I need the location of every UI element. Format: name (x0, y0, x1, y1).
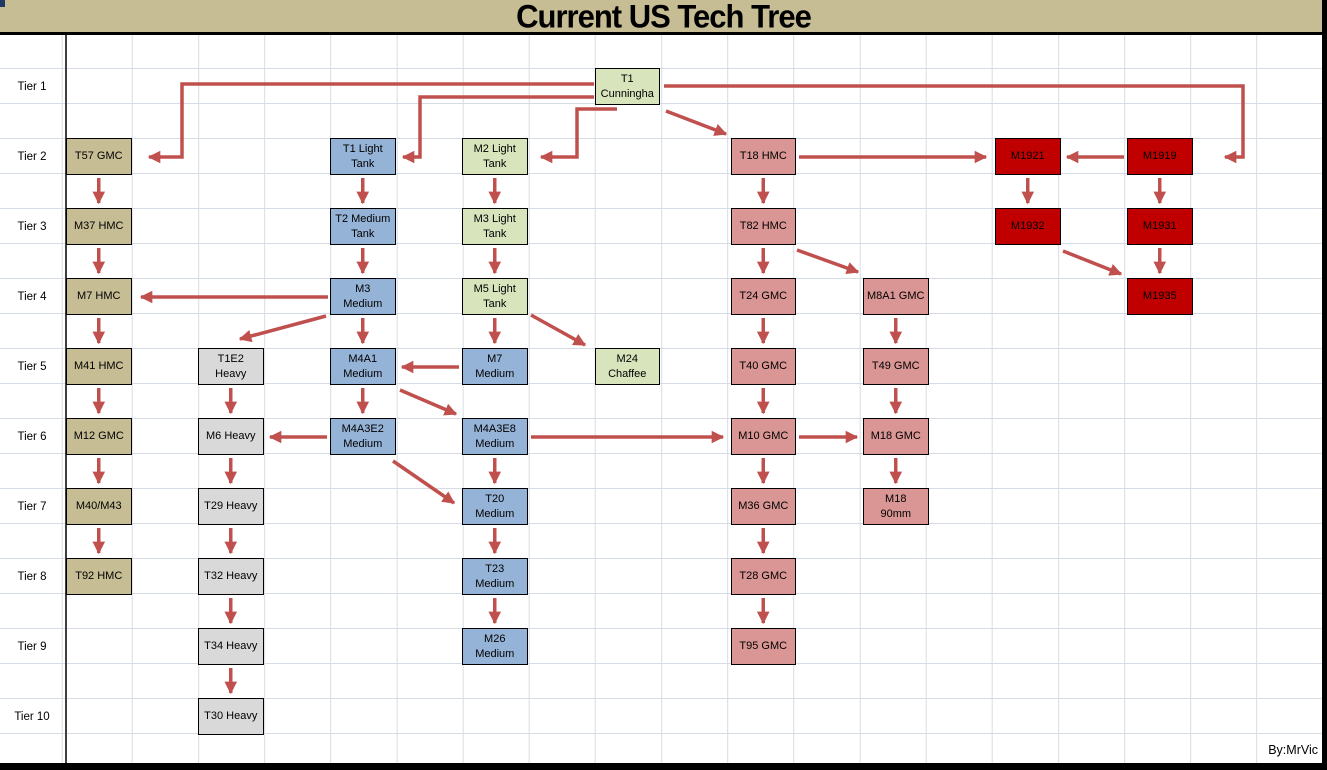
tree-node-m18-gmc[interactable]: M18 GMC (863, 418, 929, 455)
header-rule (0, 32, 1327, 35)
tree-node-t29-heavy[interactable]: T29 Heavy (198, 488, 264, 525)
right-border (1322, 0, 1327, 770)
tree-node-m1919[interactable]: M1919 (1127, 138, 1193, 175)
tree-node-t34-heavy[interactable]: T34 Heavy (198, 628, 264, 665)
title-band: Current US Tech Tree (0, 0, 1327, 33)
tree-node-m37-hmc[interactable]: M37 HMC (66, 208, 132, 245)
credit-text: By:MrVic (1268, 743, 1318, 757)
tree-node-t82-hmc[interactable]: T82 HMC (730, 208, 796, 245)
tree-node-m1921[interactable]: M1921 (995, 138, 1061, 175)
corner-mark (0, 0, 5, 7)
tier-label-9: Tier 9 (17, 640, 47, 653)
tree-node-t30-heavy[interactable]: T30 Heavy (198, 698, 264, 735)
tree-node-m1935[interactable]: M1935 (1127, 278, 1193, 315)
tree-node-m7-hmc[interactable]: M7 HMC (66, 278, 132, 315)
tree-node-m36-gmc[interactable]: M36 GMC (730, 488, 796, 525)
tree-node-m10-gmc[interactable]: M10 GMC (730, 418, 796, 455)
tree-node-t32-heavy[interactable]: T32 Heavy (198, 558, 264, 595)
tree-node-m41-hmc[interactable]: M41 HMC (66, 348, 132, 385)
tree-node-m40-m43[interactable]: M40/M43 (66, 488, 132, 525)
tree-node-t95-gmc[interactable]: T95 GMC (730, 628, 796, 665)
tree-node-t92-hmc[interactable]: T92 HMC (66, 558, 132, 595)
tree-node-m1931[interactable]: M1931 (1127, 208, 1193, 245)
tree-node-t40-gmc[interactable]: T40 GMC (730, 348, 796, 385)
tier-label-8: Tier 8 (17, 570, 47, 583)
tree-node-m6-heavy[interactable]: M6 Heavy (198, 418, 264, 455)
tier-label-10: Tier 10 (14, 710, 50, 723)
tree-node-t18-hmc[interactable]: T18 HMC (730, 138, 796, 175)
tree-node-t28-gmc[interactable]: T28 GMC (730, 558, 796, 595)
tree-node-m8a1-gmc[interactable]: M8A1 GMC (863, 278, 929, 315)
tree-node-t24-gmc[interactable]: T24 GMC (730, 278, 796, 315)
tier-label-4: Tier 4 (17, 290, 47, 303)
tier-label-1: Tier 1 (17, 80, 47, 93)
bottom-border (0, 763, 1327, 770)
tree-node-t49-gmc[interactable]: T49 GMC (863, 348, 929, 385)
tier-label-5: Tier 5 (17, 360, 47, 373)
tier-label-6: Tier 6 (17, 430, 47, 443)
tree-node-m12-gmc[interactable]: M12 GMC (66, 418, 132, 455)
tree-node-t57-gmc[interactable]: T57 GMC (66, 138, 132, 175)
tier-label-7: Tier 7 (17, 500, 47, 513)
page-title: Current US Tech Tree (516, 0, 812, 35)
tier-label-2: Tier 2 (17, 150, 47, 163)
tier-label-3: Tier 3 (17, 220, 47, 233)
tree-node-m1932[interactable]: M1932 (995, 208, 1061, 245)
